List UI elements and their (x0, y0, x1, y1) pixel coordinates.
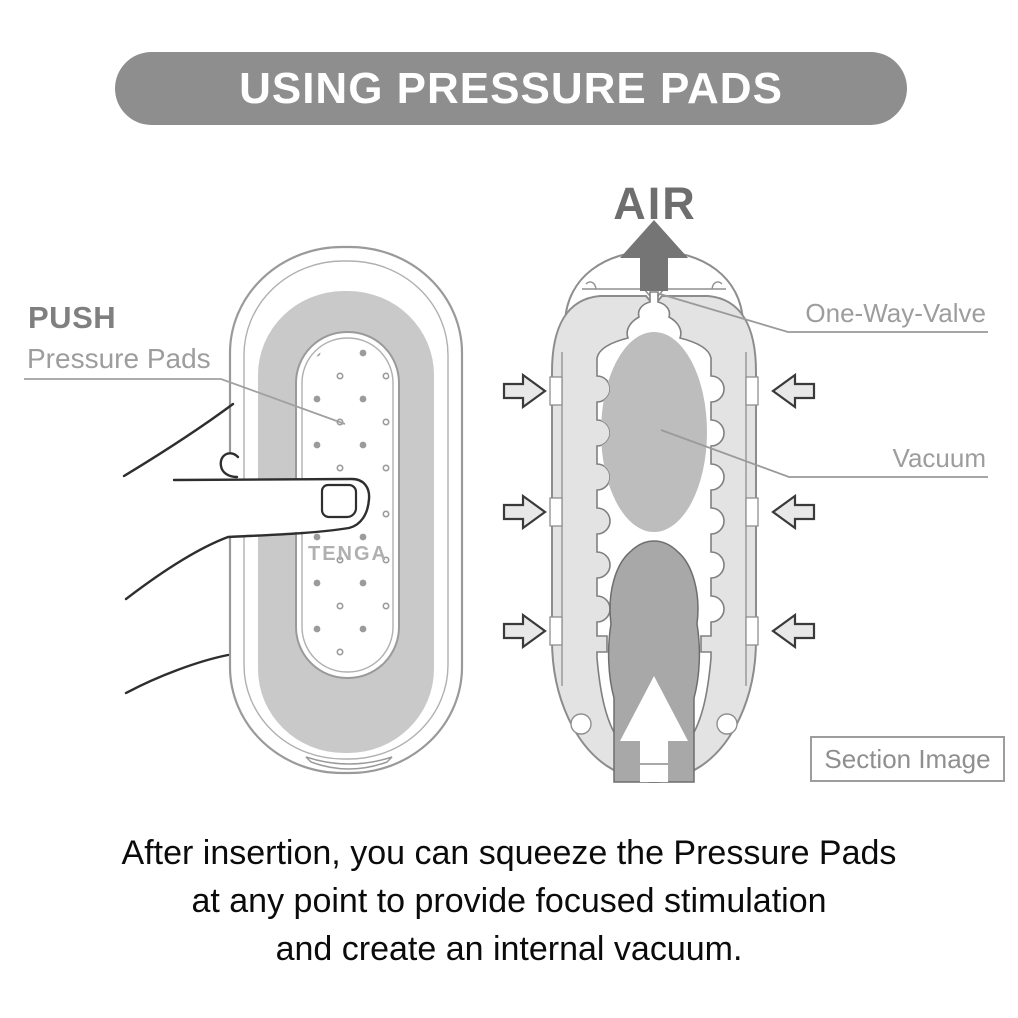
one-way-valve-label: One-Way-Valve (805, 298, 986, 328)
valve-leader-line (659, 293, 988, 333)
vacuum-leader-line (660, 429, 988, 478)
air-label: AIR (613, 178, 697, 229)
squeeze-arrows (502, 372, 816, 650)
fingernail (320, 483, 358, 519)
footer-caption: After insertion, you can squeeze the Pre… (0, 829, 1018, 973)
squeeze-arrow-left-icon (771, 493, 816, 531)
caption-line: at any point to provide focused stimulat… (191, 882, 827, 920)
device-bottom-lip (305, 756, 393, 770)
caption-line: After insertion, you can squeeze the Pre… (121, 834, 897, 872)
squeeze-arrow-right-icon (502, 612, 547, 650)
pressure-pads-leader-line (24, 378, 346, 425)
pressure-pads-label: Pressure Pads (27, 343, 211, 374)
squeeze-arrow-right-icon (502, 372, 547, 410)
page-title: USING PRESSURE PADS (239, 63, 783, 113)
hand-pressing-icon (122, 402, 371, 695)
squeeze-arrow-left-icon (771, 612, 816, 650)
caption-line: and create an internal vacuum. (275, 930, 743, 968)
vacuum-chamber (601, 332, 707, 532)
squeeze-arrow-left-icon (771, 372, 816, 410)
section-illustration (549, 249, 759, 784)
case-vent-slots (549, 376, 759, 646)
squeeze-arrow-right-icon (502, 493, 547, 531)
air-up-arrow-icon (620, 220, 688, 291)
push-label: PUSH (28, 300, 117, 335)
title-banner: USING PRESSURE PADS (115, 52, 907, 125)
section-image-caption-box: Section Image (810, 736, 1005, 782)
internal-up-arrow-icon (620, 676, 688, 763)
device-logo: TENGA (308, 543, 388, 565)
vacuum-label: Vacuum (892, 443, 986, 473)
